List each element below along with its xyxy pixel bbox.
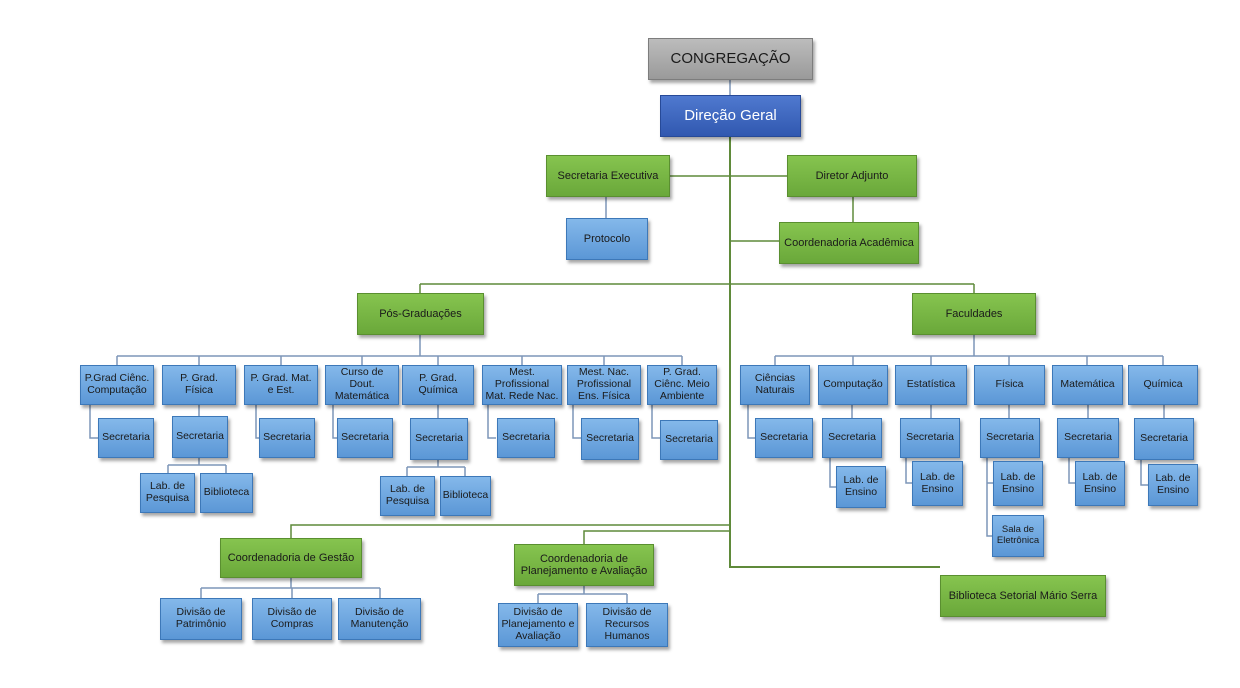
protocolo-node: Protocolo [566,218,648,260]
diretor-adjunto-node: Diretor Adjunto [787,155,917,197]
pg-mat-est-node: P. Grad. Mat.e Est. [244,365,318,405]
connector-pg-secretaria-3 [487,405,496,439]
connector-gestao-divisions [200,578,381,598]
connector-planejamento-divisions [537,586,628,603]
congregacao-node: CONGREGAÇÃO [648,38,813,80]
fac-quimica-secretaria-node: Secretaria [1134,418,1194,460]
connector-fac-cn-sec [747,405,755,439]
connector-fac-qui-lab [1140,460,1148,486]
biblioteca-setorial-node: Biblioteca Setorial Mário Serra [940,575,1106,617]
pg-quimica-biblioteca-node: Biblioteca [440,476,491,516]
coordenadoria-gestao-node: Coordenadoria de Gestão [220,538,362,578]
coordenadoria-academica-node: Coordenadoria Acadêmica [779,222,919,264]
pg-mestrado-mat-rede-secretaria-node: Secretaria [497,418,555,458]
fac-matematica-secretaria-node: Secretaria [1057,418,1119,458]
pos-graduacoes-node: Pós-Graduações [357,293,484,335]
pg-quimica-secretaria-node: Secretaria [410,418,468,460]
connector-pg-quimica-labs [406,460,466,476]
pg-fisica-secretaria-node: Secretaria [172,416,228,458]
faculdades-node: Faculdades [912,293,1036,335]
fac-quimica-node: Química [1128,365,1198,405]
pg-mat-est-secretaria-node: Secretaria [259,418,315,458]
fac-ciencias-naturais-secretaria-node: Secretaria [755,418,813,458]
connector-fac-bus [775,335,1163,357]
connector-main-trunk [729,137,940,568]
fac-fisica-secretaria-node: Secretaria [980,418,1040,458]
fac-matematica-node: Matemática [1052,365,1123,405]
connector-pg-secretaria-4 [572,405,581,439]
connector-fac-comp-lab [829,458,836,488]
pg-quimica-node: P. Grad.Química [402,365,474,405]
connector-fac-est-lab [905,458,912,484]
pg-computacao-secretaria-node: Secretaria [98,418,154,458]
fac-estatistica-secretaria-node: Secretaria [900,418,960,458]
connector-fac-mat-lab [1068,458,1075,484]
pg-meio-ambiente-secretaria-node: Secretaria [660,420,718,460]
pg-dout-matematica-secretaria-node: Secretaria [337,418,393,458]
direcao-geral-node: Direção Geral [660,95,801,137]
connector-pg-secretaria-0 [89,405,98,439]
pg-fisica-biblioteca-node: Biblioteca [200,473,253,513]
connector-trunk-gestao [290,524,730,538]
fac-estatistica-node: Estatística [895,365,967,405]
pg-mestrado-ens-fisica-secretaria-node: Secretaria [581,418,639,460]
fac-computacao-node: Computação [818,365,888,405]
pg-computacao-node: P.Grad Ciênc.Computação [80,365,154,405]
connector-pg-secretaria-5 [651,405,660,439]
fac-computacao-secretaria-node: Secretaria [822,418,882,458]
secretaria-executiva-node: Secretaria Executiva [546,155,670,197]
pg-fisica-node: P. Grad.Física [162,365,236,405]
connector-pg-fisica-labs [167,458,227,473]
connector-fac-fis-lab [986,458,993,537]
fac-fisica-node: Física [974,365,1045,405]
connector-trunk-planejamento [583,530,730,544]
connector-pg-bus [117,335,682,357]
